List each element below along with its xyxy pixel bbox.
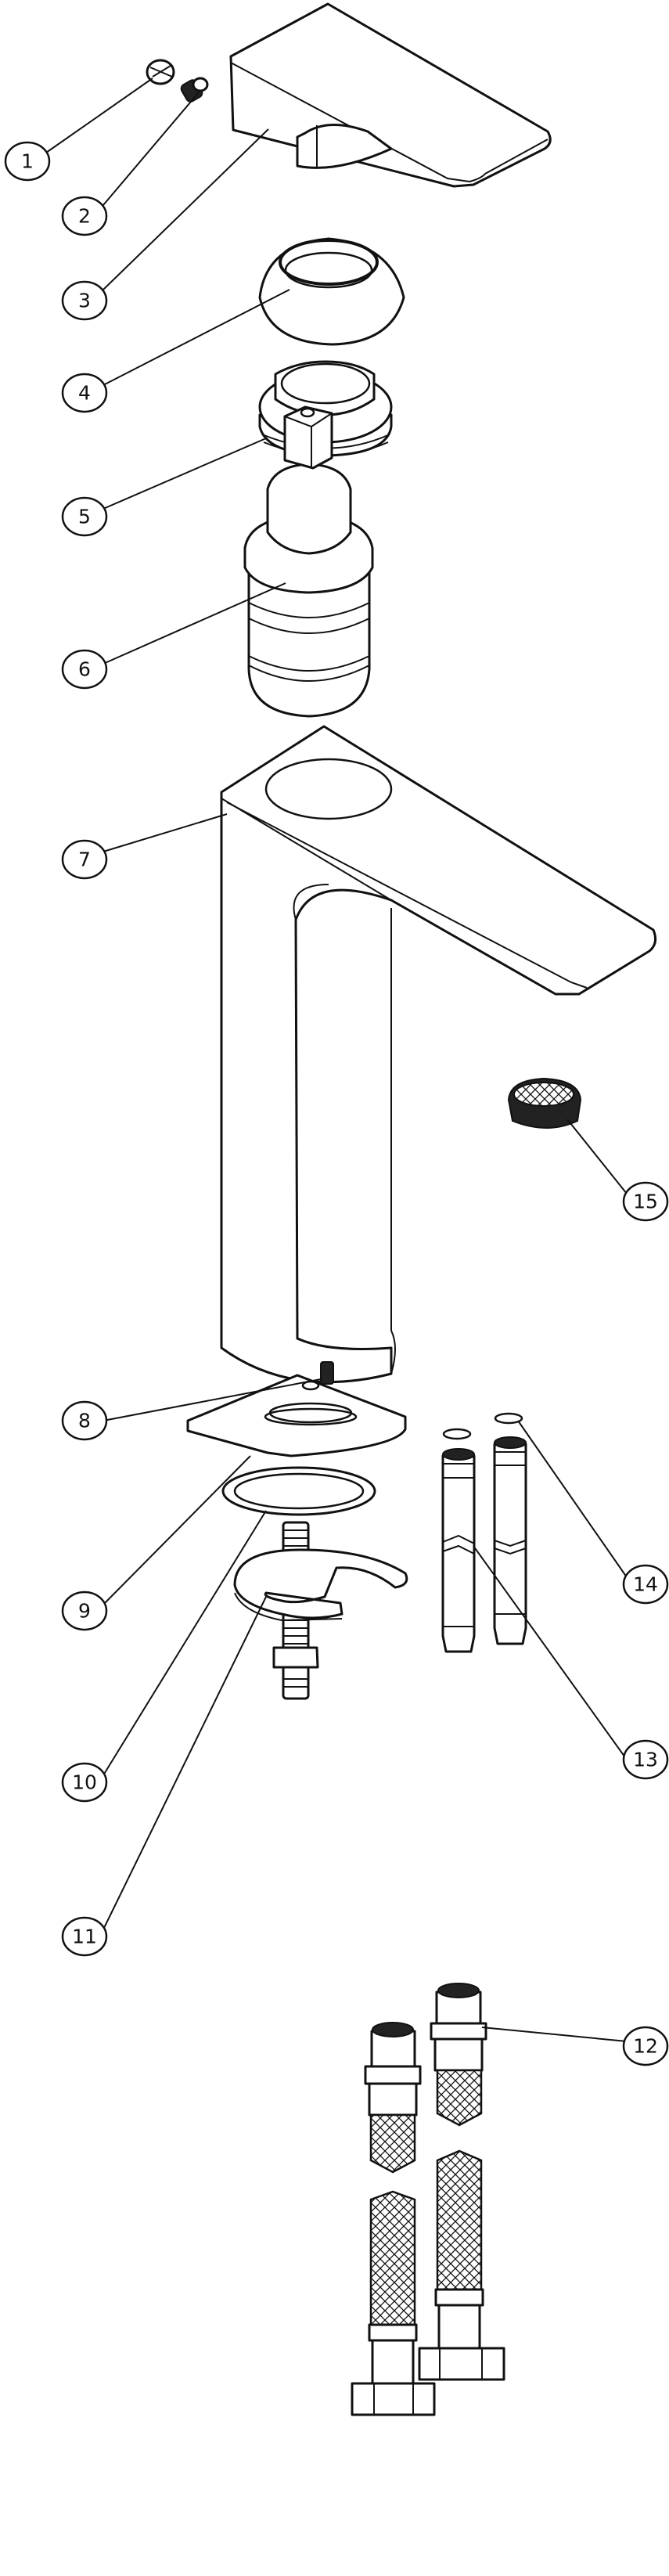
svg-text:12: 12 <box>633 2035 658 2058</box>
callout-2: 2 <box>61 196 108 236</box>
callout-14: 14 <box>622 1564 669 1605</box>
svg-text:11: 11 <box>72 1926 97 1948</box>
svg-text:9: 9 <box>78 1600 91 1623</box>
svg-text:5: 5 <box>78 506 91 528</box>
svg-text:2: 2 <box>78 205 91 228</box>
part-4-cover-ring <box>258 237 405 346</box>
callout-6: 6 <box>61 649 108 690</box>
part-12-flexible-hoses <box>351 1983 505 2416</box>
callout-15: 15 <box>622 1181 669 1222</box>
svg-text:6: 6 <box>78 658 91 681</box>
svg-text:13: 13 <box>633 1749 658 1771</box>
part-6-cartridge <box>243 405 374 718</box>
part-15-aerator <box>507 1077 582 1129</box>
part-14-washers <box>442 1412 523 1440</box>
svg-text:1: 1 <box>21 150 34 173</box>
svg-text:8: 8 <box>78 1410 91 1432</box>
part-2-grub-screw <box>180 77 209 103</box>
callout-3: 3 <box>61 280 108 321</box>
part-7-faucet-body <box>220 725 657 1384</box>
svg-text:10: 10 <box>72 1771 97 1794</box>
leader-lines <box>45 77 628 2042</box>
part-9-base-plate <box>186 1374 407 1457</box>
part-8-pin <box>320 1361 334 1385</box>
svg-text:7: 7 <box>78 848 91 871</box>
part-11-mounting-bolt <box>233 1521 408 1700</box>
svg-text:3: 3 <box>78 290 91 312</box>
part-1-cap <box>146 59 175 85</box>
part-10-gasket <box>221 1466 376 1516</box>
svg-text:15: 15 <box>633 1191 658 1213</box>
svg-text:14: 14 <box>633 1573 658 1596</box>
callout-4: 4 <box>61 373 108 413</box>
callout-1: 1 <box>4 141 51 182</box>
callout-11: 11 <box>61 1916 108 1957</box>
callout-8: 8 <box>61 1400 108 1441</box>
callout-5: 5 <box>61 496 108 537</box>
callout-12: 12 <box>622 2026 669 2066</box>
callout-7: 7 <box>61 839 108 880</box>
callout-9: 9 <box>61 1591 108 1631</box>
part-13-connection-tubes <box>441 1436 527 1653</box>
callout-10: 10 <box>61 1762 108 1803</box>
part-3-handle <box>229 2 552 188</box>
svg-text:4: 4 <box>78 382 91 405</box>
callout-13: 13 <box>622 1739 669 1780</box>
